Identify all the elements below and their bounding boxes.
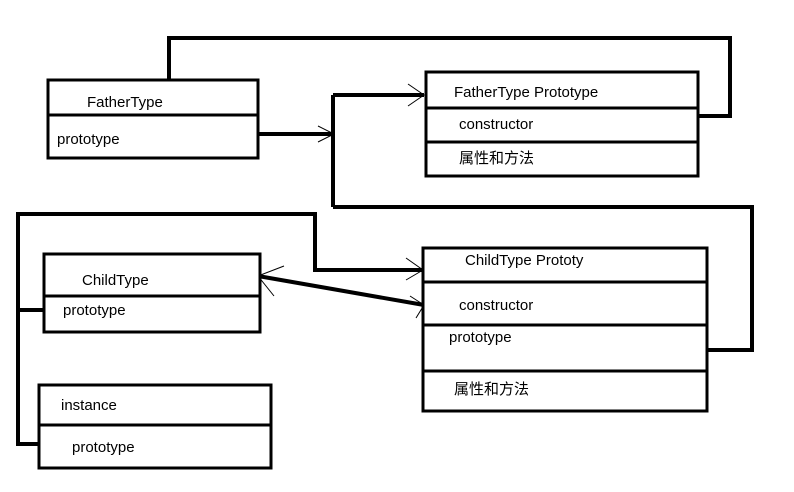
child-prototype-prototype-field: prototype xyxy=(449,329,512,346)
arrowhead-father-prototype-entry xyxy=(317,125,336,143)
child-prototype-members: 属性和方法 xyxy=(454,381,529,398)
father-prototype-box: FatherType Prototype constructor 属性和方法 xyxy=(424,70,700,178)
instance-prototype-connector xyxy=(16,212,423,446)
father-type-loop-connector xyxy=(167,36,732,118)
father-prototype-constructor: constructor xyxy=(459,116,533,133)
father-type-title: FatherType xyxy=(87,94,163,111)
father-prototype-members: 属性和方法 xyxy=(459,150,534,167)
father-type-prototype-field: prototype xyxy=(57,131,120,148)
father-type-box: FatherType prototype xyxy=(46,78,260,160)
child-type-prototype-field: prototype xyxy=(63,302,126,319)
child-prototype-title: ChildType Prototy xyxy=(465,252,584,269)
child-prototype-constructor: constructor xyxy=(459,297,533,314)
instance-prototype-field: prototype xyxy=(72,439,135,456)
child-type-constructor-link xyxy=(257,274,425,307)
child-type-box: ChildType prototype xyxy=(42,252,262,334)
child-prototype-box: ChildType Prototy constructor prototype … xyxy=(421,246,709,413)
instance-box: instance prototype xyxy=(37,383,273,470)
father-prototype-title: FatherType Prototype xyxy=(454,84,598,101)
arrowhead-father-prototype xyxy=(407,83,425,107)
child-type-title: ChildType xyxy=(82,272,149,289)
child-prototype-to-father-connector xyxy=(333,205,754,352)
instance-title: instance xyxy=(61,397,117,414)
